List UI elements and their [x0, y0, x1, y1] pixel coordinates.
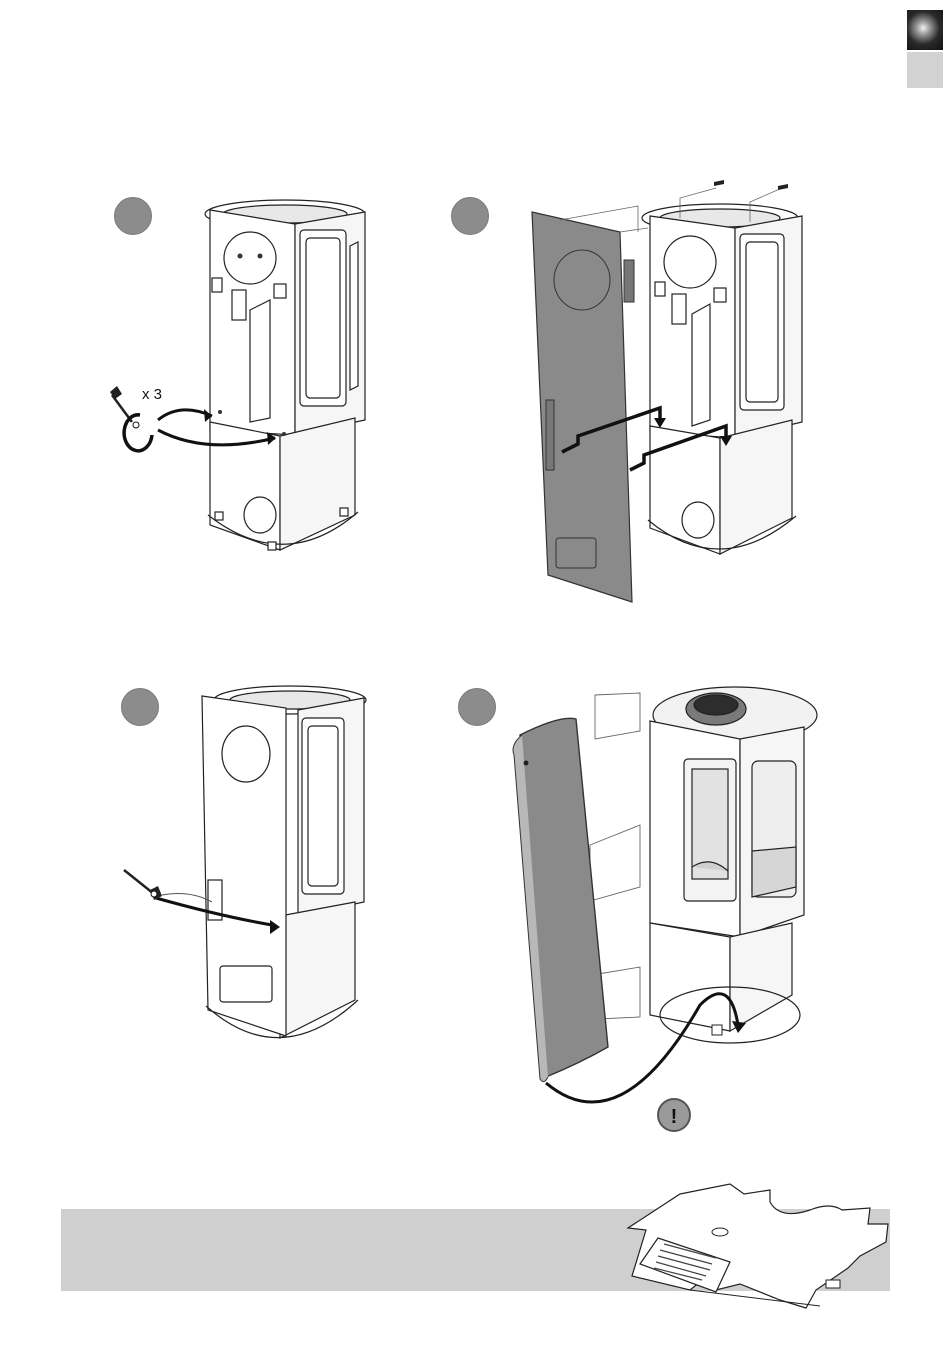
rotate-arrow-icon [124, 415, 152, 451]
step-1-illustration [100, 190, 380, 570]
screw-icon [714, 180, 788, 190]
data-plate-label-illustration [620, 1180, 895, 1320]
back-panel [532, 212, 634, 602]
screwdriver-icon [110, 386, 132, 422]
chapter-tab-dark-icon [907, 10, 943, 50]
step-2-badge [451, 197, 489, 235]
chapter-tab-light [907, 52, 943, 88]
warning-icon: ! [657, 1098, 691, 1132]
corner-tabs [907, 10, 943, 88]
screw-count-label: x 3 [142, 386, 162, 403]
step-4-illustration [500, 675, 820, 1115]
step-4-badge [458, 688, 496, 726]
screwdriver-icon [124, 870, 162, 900]
step-2-illustration [520, 170, 810, 610]
step-3-illustration [110, 680, 370, 1060]
side-panel [513, 718, 608, 1081]
